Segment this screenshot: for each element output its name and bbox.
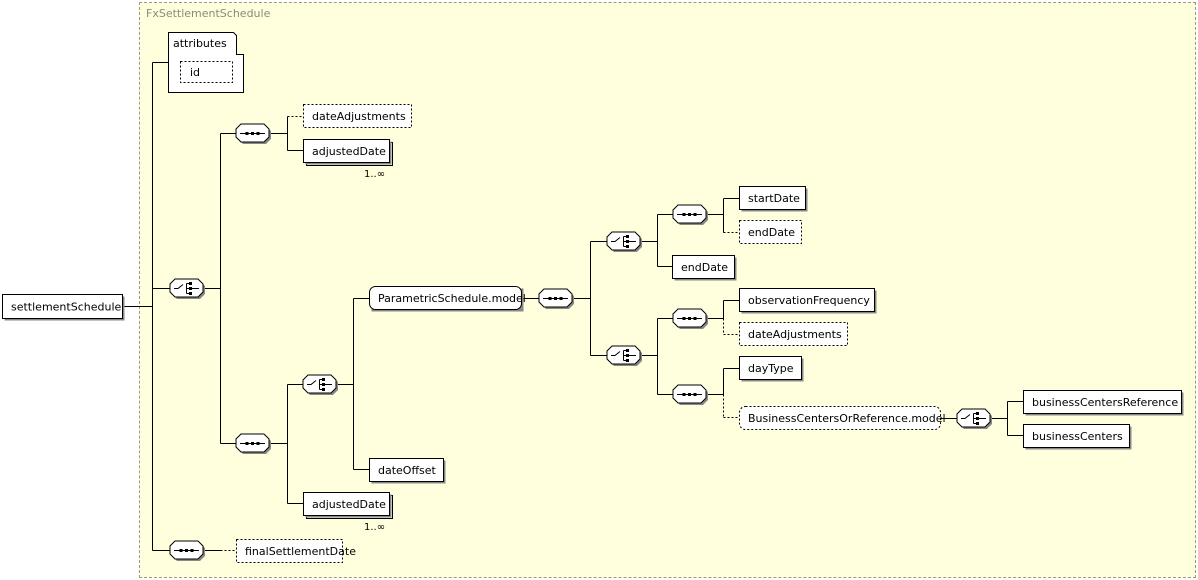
element-finalSettlementDate-label: finalSettlementDate — [245, 545, 356, 558]
element-adjustedDate-2[interactable]: adjustedDate — [303, 492, 393, 519]
compositor-choice-obs[interactable] — [606, 345, 642, 366]
type-frame — [139, 2, 1196, 578]
element-observationFrequency[interactable]: observationFrequency — [739, 288, 877, 314]
compositor-sequence-lower[interactable] — [235, 433, 271, 454]
compositor-choice-bc[interactable] — [956, 408, 992, 429]
element-adjustedDate-1[interactable]: adjustedDate — [303, 139, 393, 166]
element-endDate-label: endDate — [681, 261, 728, 274]
element-dateAdjustments-2-label: dateAdjustments — [748, 328, 842, 341]
root-element[interactable]: settlementSchedule — [2, 294, 125, 321]
attributes-label: attributes — [173, 37, 227, 50]
element-startDate[interactable]: startDate — [739, 186, 808, 212]
compositor-sequence-obs[interactable] — [672, 308, 708, 329]
element-dateAdjustments-2[interactable]: dateAdjustments — [739, 322, 848, 346]
type-name-label: FxSettlementSchedule — [146, 7, 271, 20]
element-dateAdjustments-1[interactable]: dateAdjustments — [303, 104, 412, 128]
element-endDate-optional[interactable]: endDate — [739, 220, 802, 244]
element-endDate[interactable]: endDate — [672, 255, 737, 281]
element-dateAdjustments-1-label: dateAdjustments — [312, 110, 406, 123]
element-dayType[interactable]: dayType — [739, 356, 804, 382]
compositor-sequence-upper[interactable] — [235, 123, 271, 144]
element-dateOffset-label: dateOffset — [378, 464, 437, 477]
element-dateOffset[interactable]: dateOffset — [369, 458, 446, 484]
element-dayType-label: dayType — [748, 362, 794, 375]
element-businessCenters-label: businessCenters — [1032, 430, 1123, 443]
element-businessCenters[interactable]: businessCenters — [1023, 424, 1132, 450]
compositor-choice-param[interactable] — [302, 374, 338, 395]
element-finalSettlementDate[interactable]: finalSettlementDate — [236, 539, 357, 563]
element-businesscenters-or-reference-model-label: BusinessCentersOrReference.model — [748, 412, 946, 425]
compositor-sequence-daytype[interactable] — [672, 384, 708, 405]
compositor-choice-dates[interactable] — [606, 231, 642, 252]
compositor-choice-main[interactable] — [169, 278, 205, 299]
element-parametric-schedule-model-label: ParametricSchedule.model — [378, 292, 526, 305]
compositor-sequence-final[interactable] — [169, 540, 205, 561]
multiplicity-label: 1..∞ — [364, 169, 385, 180]
multiplicity-label: 1..∞ — [364, 522, 385, 533]
element-adjustedDate-1-label: adjustedDate — [312, 145, 386, 158]
element-observationFrequency-label: observationFrequency — [748, 294, 870, 307]
element-parametric-schedule-model[interactable]: ParametricSchedule.model — [369, 286, 526, 312]
element-businessCentersReference-label: businessCentersReference — [1032, 396, 1178, 409]
element-adjustedDate-2-label: adjustedDate — [312, 498, 386, 511]
attribute-id[interactable]: id — [180, 61, 233, 83]
element-endDate-optional-label: endDate — [748, 226, 795, 239]
element-businessCentersReference[interactable]: businessCentersReference — [1023, 390, 1184, 416]
element-startDate-label: startDate — [748, 192, 800, 205]
compositor-sequence-dates[interactable] — [672, 204, 708, 225]
attribute-id-label: id — [190, 66, 200, 79]
root-element-label: settlementSchedule — [11, 301, 121, 314]
compositor-sequence-param[interactable] — [538, 288, 574, 309]
connectors — [122, 62, 1024, 551]
attributes-group: attributes id — [168, 32, 244, 93]
element-businesscenters-or-reference-model[interactable]: BusinessCentersOrReference.model — [739, 406, 946, 430]
